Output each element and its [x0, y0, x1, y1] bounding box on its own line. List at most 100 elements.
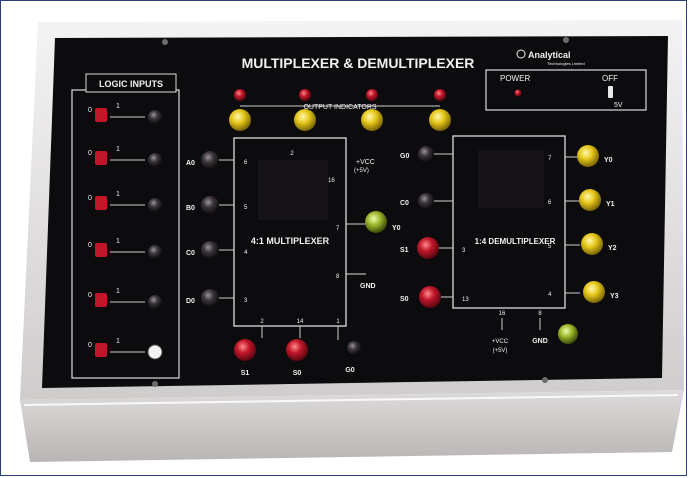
- demux-output: 7 Y0: [548, 145, 613, 167]
- mux-select-name: S0: [293, 370, 302, 377]
- demux-input-pin: 3: [462, 248, 466, 254]
- mux-pin-gnd: 8: [336, 274, 340, 280]
- logic-low-label: 0: [88, 195, 92, 202]
- logic-input-row: 0 1: [88, 338, 163, 360]
- toggle-switch[interactable]: [95, 151, 107, 165]
- mux-input: A0 6: [186, 151, 248, 169]
- terminal-black[interactable]: [347, 341, 361, 355]
- toggle-switch[interactable]: [95, 293, 107, 307]
- demux-output-pin: 5: [548, 244, 552, 250]
- terminal-green[interactable]: [558, 324, 578, 344]
- toggle-switch[interactable]: [95, 343, 107, 357]
- demux-output-pin: 6: [548, 200, 552, 206]
- terminal-yellow[interactable]: [429, 109, 451, 131]
- mux-output: Y0: [346, 211, 401, 233]
- terminal-red[interactable]: [417, 237, 439, 259]
- mux-ic-shadow: [258, 160, 328, 220]
- terminal-black[interactable]: [201, 151, 219, 169]
- power-voltage: 5V: [614, 102, 623, 109]
- screw-icon: [542, 377, 548, 383]
- output-indicators: OUTPUT INDICATORS: [229, 89, 451, 131]
- demux-box: [452, 135, 566, 309]
- brand-logo: Analytical Technologies Limited: [516, 49, 585, 66]
- demux-input: C0: [400, 193, 453, 209]
- terminal-red[interactable]: [286, 339, 308, 361]
- terminal-yellow[interactable]: [577, 145, 599, 167]
- terminal-yellow[interactable]: [579, 189, 601, 211]
- terminal-yellow[interactable]: [294, 109, 316, 131]
- terminal-black[interactable]: [418, 146, 434, 162]
- demux-label: 1:4 DEMULTIPLEXER: [475, 237, 556, 246]
- demux-gnd-label: GND: [532, 338, 548, 345]
- power-switch[interactable]: [608, 86, 613, 98]
- mux-input-name: D0: [186, 298, 195, 305]
- toggle-switch[interactable]: [95, 243, 107, 257]
- terminal-yellow[interactable]: [581, 233, 603, 255]
- terminal-black[interactable]: [148, 110, 162, 124]
- logic-inputs-label-box: [85, 73, 177, 93]
- demux-output-name: Y3: [610, 293, 619, 300]
- terminal-black[interactable]: [148, 198, 162, 212]
- demux-input: S0 13: [400, 286, 469, 308]
- mux-pin-vcc: 16: [328, 178, 335, 184]
- terminal-black[interactable]: [201, 241, 219, 259]
- terminal-black[interactable]: [201, 289, 219, 307]
- logic-high-label: 1: [116, 288, 120, 295]
- logic-input-row: 0 1: [88, 191, 162, 212]
- terminal-black[interactable]: [201, 196, 219, 214]
- case-edge-highlight: [23, 394, 679, 406]
- mux-input: D0 3: [186, 289, 248, 307]
- terminal-yellow[interactable]: [229, 109, 251, 131]
- mux-input-pin: 5: [244, 205, 248, 211]
- screw-icon: [162, 39, 168, 45]
- terminal-black[interactable]: [148, 153, 162, 167]
- mux-input-name: B0: [186, 205, 195, 212]
- front-panel: [42, 36, 668, 388]
- logic-input-row: 0 1: [88, 288, 162, 309]
- mux-vcc-label: +VCC: [356, 159, 375, 166]
- logic-high-label: 1: [116, 338, 120, 345]
- mux-output-name: Y0: [392, 225, 401, 232]
- power-section: POWER OFF 5V: [485, 69, 647, 111]
- mux-select-pin: 14: [297, 319, 304, 325]
- mux-input: C0 4: [186, 241, 248, 259]
- brand-sun-icon: [516, 49, 526, 59]
- case-front: [20, 390, 684, 462]
- terminal-black[interactable]: [148, 245, 162, 259]
- led-indicator-icon: [234, 89, 246, 101]
- terminal-green[interactable]: [365, 211, 387, 233]
- terminal-white[interactable]: [147, 344, 163, 360]
- terminal-yellow[interactable]: [583, 281, 605, 303]
- logic-high-label: 1: [116, 238, 120, 245]
- terminal-black[interactable]: [148, 295, 162, 309]
- mux-enable: 1 G0: [336, 319, 361, 374]
- led-indicator-icon: [299, 89, 311, 101]
- demux-pin-vcc: 16: [499, 311, 506, 317]
- demux-ic-shadow: [478, 150, 544, 208]
- mux-gnd-label: GND: [360, 283, 376, 290]
- mux-input-pin: 4: [244, 250, 248, 256]
- demux-output: 5 Y2: [548, 233, 617, 255]
- screw-icon: [152, 381, 158, 387]
- toggle-switch[interactable]: [95, 108, 107, 122]
- led-indicator-icon: [366, 89, 378, 101]
- terminal-red[interactable]: [419, 286, 441, 308]
- mux-input-name: A0: [186, 160, 195, 167]
- mux-input: B0 5: [186, 196, 248, 214]
- terminal-yellow[interactable]: [361, 109, 383, 131]
- demux-input: S1 3: [400, 237, 466, 259]
- terminal-red[interactable]: [234, 339, 256, 361]
- demux-input-name: S1: [400, 247, 409, 254]
- demux-output: 6 Y1: [548, 189, 615, 211]
- logic-low-label: 0: [88, 107, 92, 114]
- toggle-switch[interactable]: [95, 196, 107, 210]
- mux-vcc-sub: (+5V): [354, 168, 369, 174]
- demux-output-pin: 4: [548, 292, 552, 298]
- demux-input: G0: [400, 146, 453, 162]
- logic-input-row: 0 1: [88, 238, 162, 259]
- terminal-black[interactable]: [418, 193, 434, 209]
- power-box: [485, 69, 647, 111]
- logic-high-label: 1: [116, 146, 120, 153]
- mux-pin-out: 7: [336, 226, 340, 232]
